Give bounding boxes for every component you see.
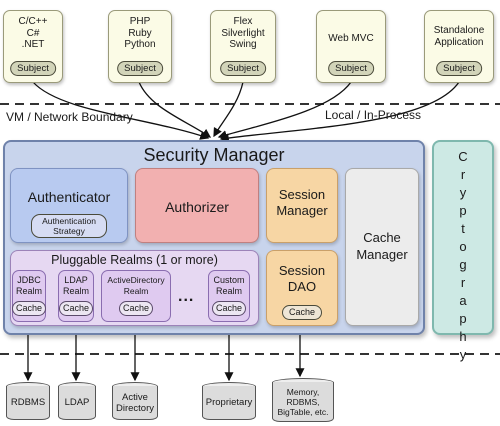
realm-cache-badge: Cache	[58, 301, 94, 316]
realm-name: JDBC Realm	[15, 275, 42, 296]
cryptography-letter: C	[458, 149, 468, 164]
subject-badge: Subject	[10, 61, 56, 76]
cache-manager: Cache Manager	[345, 168, 419, 326]
realm-name: ActiveDirectory Realm	[107, 275, 165, 296]
cryptography-letter: o	[459, 239, 467, 254]
client-name: Flex Silverlight Swing	[221, 16, 265, 50]
client-rich-ui: Flex Silverlight Swing Subject	[210, 10, 276, 83]
realm-active-directory: ActiveDirectory Realm Cache	[101, 270, 171, 322]
datastore-ldap: LDAP	[58, 382, 96, 422]
client-dotnet: C/C++ C# .NET Subject	[3, 10, 63, 83]
cryptography-letter: p	[459, 203, 467, 218]
arrow-client-3	[213, 81, 244, 138]
cryptography-letter: h	[459, 329, 467, 344]
subject-badge: Subject	[436, 61, 482, 76]
client-name: Standalone Application	[433, 25, 485, 48]
datastore-label: Memory, RDBMS, BigTable, etc.	[272, 382, 334, 422]
subject-badge: Subject	[220, 61, 266, 76]
arrow-client-4	[217, 81, 352, 140]
datastore-label: LDAP	[58, 386, 96, 420]
cryptography-letter: p	[459, 311, 467, 326]
session-dao-cache-badge: Cache	[282, 305, 323, 320]
realm-cache-badge: Cache	[211, 301, 247, 316]
client-web-mvc: Web MVC Subject	[316, 10, 386, 83]
cryptography-letter: a	[459, 293, 467, 308]
session-manager-title: Session Manager	[276, 187, 328, 218]
realm-name: Custom Realm	[213, 275, 245, 296]
arrow-client-5	[219, 81, 460, 143]
arrow-client-1	[32, 81, 210, 140]
cryptography-letter: y	[459, 347, 467, 362]
pluggable-realms-title: Pluggable Realms (1 or more)	[51, 253, 218, 267]
authenticator: Authenticator Authentication Strategy	[10, 168, 128, 243]
realm-cache-badge: Cache	[11, 301, 47, 316]
datastore-rdbms: RDBMS	[6, 382, 50, 422]
client-name: C/C++ C# .NET	[18, 16, 48, 50]
subject-badge: Subject	[117, 61, 163, 76]
realm-cache-badge: Cache	[118, 301, 154, 316]
client-scripting: PHP Ruby Python Subject	[108, 10, 172, 83]
datastore-active-directory: Active Directory	[112, 382, 158, 422]
subject-badge: Subject	[328, 61, 374, 76]
session-dao-title: Session DAO	[278, 263, 326, 294]
cryptography-letter: t	[461, 221, 465, 236]
datastore-label: Active Directory	[112, 386, 158, 420]
realm-custom: Custom Realm Cache	[208, 270, 250, 322]
cache-manager-title: Cache Manager	[356, 230, 408, 262]
arrow-client-2	[138, 81, 212, 138]
authorizer-title: Authorizer	[165, 199, 229, 215]
cryptography-letter: y	[459, 185, 467, 200]
authentication-strategy-badge: Authentication Strategy	[31, 214, 107, 238]
realm-name: LDAP Realm	[62, 275, 89, 296]
client-name: Web MVC	[328, 33, 374, 44]
realm-jdbc: JDBC Realm Cache	[11, 270, 47, 322]
session-dao: Session DAO Cache	[266, 250, 338, 326]
more-realms-ellipsis: ...	[178, 288, 195, 305]
realm-ldap: LDAP Realm Cache	[58, 270, 94, 322]
vm-network-boundary-label: VM / Network Boundary	[6, 110, 133, 124]
datastore-session-store: Memory, RDBMS, BigTable, etc.	[272, 378, 334, 424]
datastore-label: Proprietary	[202, 386, 256, 420]
datastore-label: RDBMS	[6, 386, 50, 420]
client-standalone: Standalone Application Subject	[424, 10, 494, 83]
security-manager-title: Security Manager	[143, 145, 285, 165]
datastore-proprietary: Proprietary	[202, 382, 256, 422]
authorizer: Authorizer	[135, 168, 259, 243]
cryptography-letter: r	[460, 167, 466, 182]
authenticator-title: Authenticator	[27, 189, 111, 205]
cryptography-letter: g	[459, 257, 467, 272]
local-in-process-label: Local / In-Process	[325, 108, 422, 122]
client-name: PHP Ruby Python	[124, 16, 156, 50]
session-manager: Session Manager	[266, 168, 338, 243]
cryptography-letter: r	[460, 275, 466, 290]
